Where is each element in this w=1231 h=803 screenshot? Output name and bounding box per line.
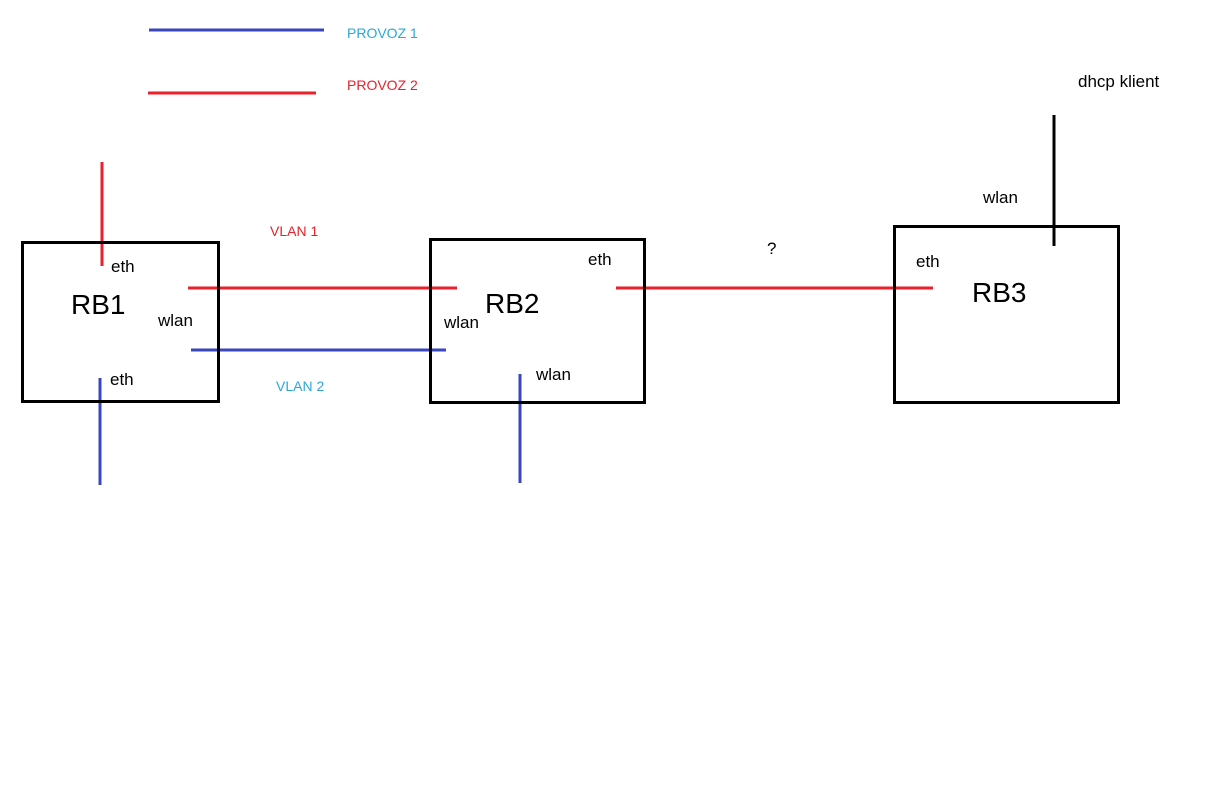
router-rb1 [21, 241, 220, 403]
dhcp-client-label: dhcp klient [1078, 72, 1160, 91]
rb1-name: RB1 [71, 289, 126, 320]
rb2-port-eth: eth [588, 250, 612, 269]
legend-label-provoz2: PROVOZ 2 [347, 77, 418, 93]
rb2-rb3-link-unknown-label: ? [767, 239, 777, 258]
router-rb3 [893, 225, 1120, 404]
rb3-port-wlan: wlan [983, 188, 1018, 207]
legend-label-provoz1: PROVOZ 1 [347, 25, 418, 41]
rb2-name: RB2 [485, 288, 540, 319]
vlan2-label: VLAN 2 [276, 378, 325, 394]
rb1-port-wlan: wlan [158, 311, 193, 330]
router-rb2 [429, 238, 646, 404]
rb2-port-wlan-bottom: wlan [536, 365, 571, 384]
rb3-name: RB3 [972, 277, 1027, 308]
rb2-port-wlan-left: wlan [444, 313, 479, 332]
rb1-port-eth-top: eth [111, 257, 135, 276]
rb1-port-eth-bottom: eth [110, 370, 134, 389]
vlan1-label: VLAN 1 [270, 223, 319, 239]
rb3-port-eth: eth [916, 252, 940, 271]
